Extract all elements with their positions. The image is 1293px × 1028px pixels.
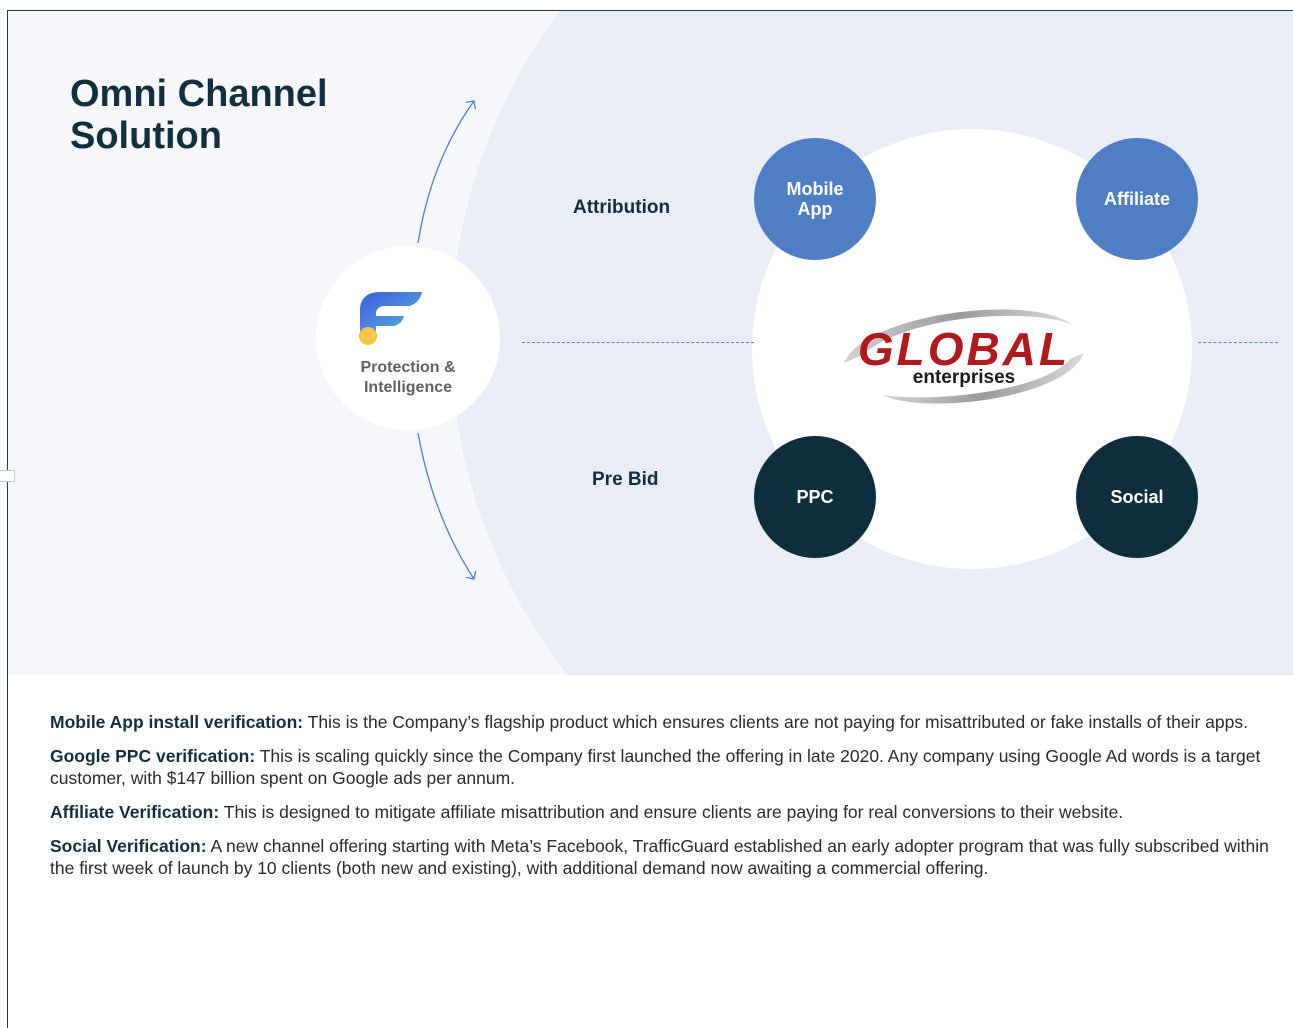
slide-frame: Omni Channel Solution Protection & Intel… — [7, 10, 1293, 1028]
protection-intelligence-label: Protection & Intelligence — [360, 359, 456, 396]
pre-bid-label: Pre Bid — [592, 469, 659, 490]
protection-intelligence-circle: Protection & Intelligence — [316, 246, 500, 430]
arrow-down — [417, 432, 474, 579]
social-node: Social — [1076, 436, 1198, 558]
description-google-ppc: Google PPC verification: This is scaling… — [50, 745, 1270, 789]
descriptions: Mobile App install verification: This is… — [50, 711, 1270, 891]
description-social: Social Verification: A new channel offer… — [50, 835, 1270, 879]
description-title: Mobile App install verification: — [50, 712, 304, 732]
description-title: Social Verification: — [50, 836, 207, 856]
description-title: Affiliate Verification: — [50, 802, 220, 822]
dashed-connector-right — [1198, 342, 1278, 343]
description-title: Google PPC verification: — [50, 746, 256, 766]
mobile-app-node: Mobile App — [754, 138, 876, 260]
description-text: This is scaling quickly since the Compan… — [50, 746, 1261, 788]
description-text: This is designed to mitigate affiliate m… — [219, 802, 1124, 822]
global-enterprises-logo: GLOBAL enterprises — [844, 309, 1084, 404]
description-affiliate: Affiliate Verification: This is designed… — [50, 801, 1270, 823]
description-mobile-app: Mobile App install verification: This is… — [50, 711, 1270, 733]
dashed-connector-left — [522, 342, 754, 343]
logo-word: GLOBAL — [858, 323, 1070, 375]
description-text: This is the Company’s flagship product w… — [303, 712, 1248, 732]
trafficguard-logo-icon — [359, 292, 422, 345]
attribution-label: Attribution — [573, 197, 671, 218]
description-text: A new channel offering starting with Met… — [50, 836, 1269, 878]
diagram-area: Omni Channel Solution Protection & Intel… — [8, 11, 1293, 675]
slide-title: Omni Channel Solution — [70, 73, 328, 157]
ppc-node: PPC — [754, 436, 876, 558]
affiliate-node: Affiliate — [1076, 138, 1198, 260]
arrow-up — [417, 101, 474, 244]
slide-edge-marker — [0, 470, 15, 482]
cycle-arrows — [417, 11, 1293, 675]
logo-subtext: enterprises — [913, 367, 1015, 388]
